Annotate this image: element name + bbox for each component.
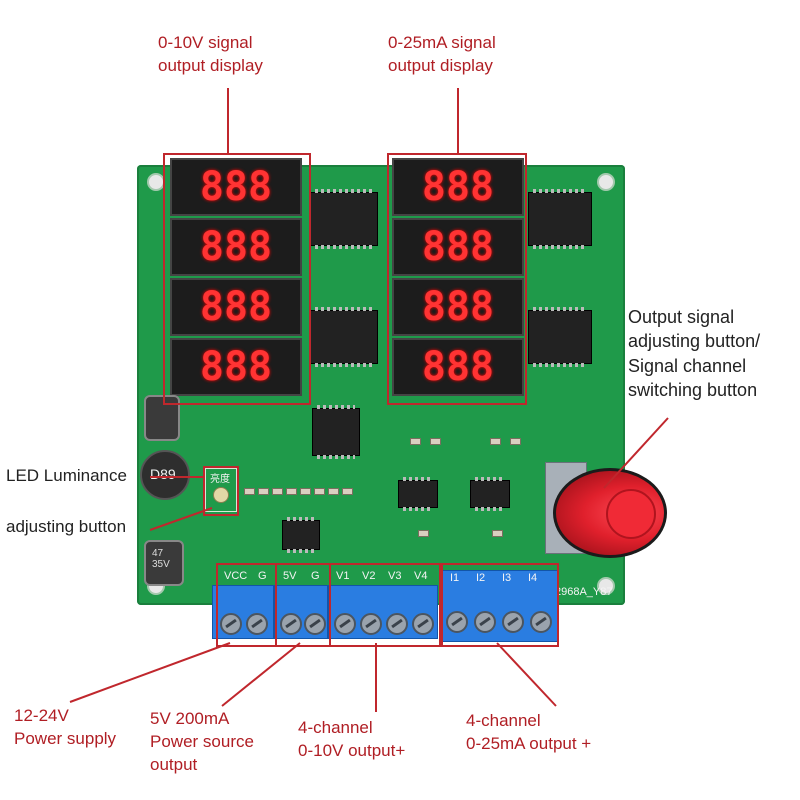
dac-chip	[398, 477, 438, 511]
electrolytic-capacitor	[144, 395, 180, 441]
current-display-highlight	[387, 153, 527, 405]
regulator-chip	[282, 517, 320, 553]
silk-i1: I1	[450, 572, 460, 584]
terminal-screw-v1[interactable]	[334, 613, 356, 635]
current-output-label: 4-channel 0-25mA output +	[466, 711, 592, 753]
driver-ic	[528, 189, 592, 249]
led-luminance-label: LED Luminance	[6, 466, 127, 485]
smd-capacitor	[510, 438, 521, 445]
brightness-label: 亮度	[210, 474, 230, 485]
silk-g: G	[258, 570, 267, 582]
voltage-display-4: 888	[170, 338, 302, 396]
led-luminance-label-2: adjusting button	[6, 517, 127, 536]
current-display-3: 888	[392, 278, 524, 336]
mounting-hole	[597, 577, 615, 595]
display-digits: 888	[199, 224, 273, 270]
current-display-1: 888	[392, 158, 524, 216]
voltage-output-label: 4-channel 0-10V output+	[298, 718, 406, 760]
mounting-hole	[597, 173, 615, 191]
knob-label: Output signal adjusting button/ Signal c…	[628, 307, 761, 400]
silk-v4: V4	[414, 570, 428, 582]
terminal-screw-v2[interactable]	[360, 613, 382, 635]
smd-resistor	[258, 488, 269, 495]
voltage-display-2: 888	[170, 218, 302, 276]
knob-cap-icon	[606, 489, 656, 539]
display-digits: 888	[421, 164, 495, 210]
voltage-output-highlight	[329, 563, 441, 647]
silk-v3: V3	[388, 570, 402, 582]
current-display-4: 888	[392, 338, 524, 396]
board-model-label: 2968A_Y87	[555, 586, 613, 598]
terminal-screw-g2[interactable]	[304, 613, 326, 635]
silk-i2: I2	[476, 572, 486, 584]
terminal-screw-vcc[interactable]	[220, 613, 242, 635]
electrolytic-capacitor: 47 35V	[144, 540, 184, 586]
terminal-screw-v4[interactable]	[412, 613, 434, 635]
driver-ic	[310, 307, 378, 367]
terminal-screw-i3[interactable]	[502, 611, 524, 633]
current-display-label: 0-25mA signal output display	[388, 33, 496, 75]
display-digits: 888	[199, 164, 273, 210]
silk-5v: 5V	[283, 570, 297, 582]
silk-i4: I4	[528, 572, 538, 584]
smd-resistor	[286, 488, 297, 495]
smd-capacitor	[410, 438, 421, 445]
display-digits: 888	[421, 284, 495, 330]
terminal-screw-i1[interactable]	[446, 611, 468, 633]
voltage-display-1: 888	[170, 158, 302, 216]
silk-i3: I3	[502, 572, 512, 584]
terminal-screw-v3[interactable]	[386, 613, 408, 635]
silk-g: G	[311, 570, 320, 582]
smd-capacitor	[430, 438, 441, 445]
terminal-screw-5v[interactable]	[280, 613, 302, 635]
smd-resistor	[300, 488, 311, 495]
smd-resistor	[244, 488, 255, 495]
silk-v2: V2	[362, 570, 376, 582]
source-5v-label: 5V 200mA Power source output	[150, 709, 254, 774]
smd-resistor	[328, 488, 339, 495]
display-digits: 888	[421, 344, 495, 390]
voltage-display-3: 888	[170, 278, 302, 336]
microcontroller-chip	[312, 405, 360, 459]
smd-capacitor	[418, 530, 429, 537]
terminal-screw-g1[interactable]	[246, 613, 268, 635]
terminal-screw-i2[interactable]	[474, 611, 496, 633]
power-supply-label: 12-24V Power supply	[14, 706, 117, 748]
capacitor-label: 47 35V	[152, 548, 170, 570]
smd-capacitor	[492, 530, 503, 537]
driver-ic	[310, 189, 378, 249]
display-digits: 888	[199, 284, 273, 330]
voltage-display-label: 0-10V signal output display	[158, 33, 263, 75]
display-digits: 888	[421, 224, 495, 270]
led-luminance-potentiometer[interactable]: 亮度	[205, 468, 237, 512]
dac-chip	[470, 477, 510, 511]
smd-resistor	[342, 488, 353, 495]
smd-resistor	[272, 488, 283, 495]
smd-resistor	[314, 488, 325, 495]
led-luminance-highlight	[203, 466, 239, 516]
silk-vcc: VCC	[224, 570, 248, 582]
current-display-2: 888	[392, 218, 524, 276]
silk-v1: V1	[336, 570, 350, 582]
smd-capacitor	[490, 438, 501, 445]
display-digits: 888	[199, 344, 273, 390]
terminal-screw-i4[interactable]	[530, 611, 552, 633]
signal-adjust-knob[interactable]	[553, 468, 667, 558]
trimmer-icon	[213, 487, 229, 503]
voltage-display-highlight	[163, 153, 311, 405]
driver-ic	[528, 307, 592, 367]
